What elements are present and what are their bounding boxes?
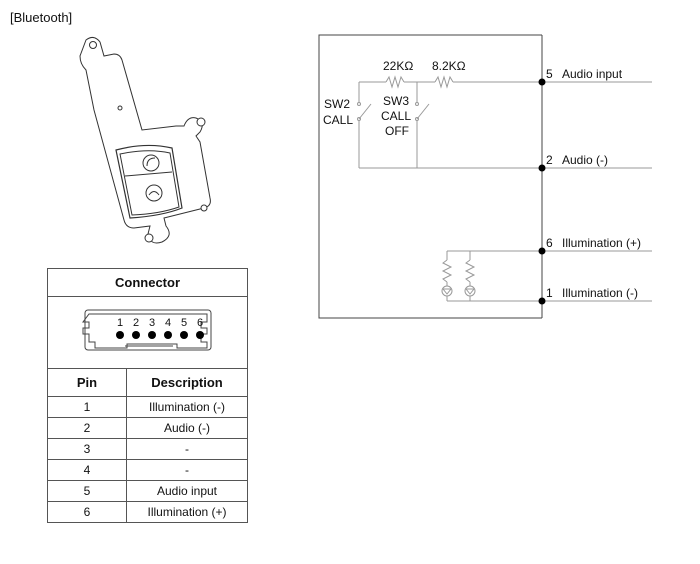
terminal-dot-6 [538, 247, 546, 255]
sw2-name: SW2 [324, 97, 350, 111]
pin-number-6: 6 [196, 317, 202, 329]
resistor-label-8k2: 8.2KΩ [432, 59, 466, 73]
pin-number-1: 1 [116, 317, 122, 329]
connector-title: Connector [47, 268, 248, 297]
section-label: [Bluetooth] [10, 10, 73, 25]
terminal-pin-2: 2 [546, 153, 553, 167]
resistor-8k2 [434, 75, 454, 89]
pin-dot [163, 331, 172, 339]
description-cell: Illumination (-) [126, 396, 248, 418]
terminal-dot-5 [538, 78, 546, 86]
terminal-pin-1: 1 [546, 286, 553, 300]
terminal-dot-2 [538, 164, 546, 172]
sw3-function2: OFF [385, 124, 409, 138]
pin-number-2: 2 [132, 317, 138, 329]
sw2-function: CALL [323, 113, 353, 127]
resistor-22k [385, 75, 405, 89]
sw3-function: CALL [381, 109, 411, 123]
table-row: 4- [47, 459, 248, 481]
pin-dot [131, 331, 140, 339]
terminal-pin-5: 5 [546, 67, 553, 81]
pin-dot [115, 331, 124, 339]
terminal-label-1: Illumination (-) [562, 286, 638, 300]
header-description: Description [126, 368, 248, 397]
terminal-pin-6: 6 [546, 236, 553, 250]
terminal-label-2: Audio (-) [562, 153, 608, 167]
connector-table: Connector 1 2 3 4 5 6 [47, 268, 248, 523]
sw3-name: SW3 [383, 94, 409, 108]
resistor-label-22k: 22KΩ [383, 59, 413, 73]
terminal-dot-1 [538, 297, 546, 305]
pin-dot [147, 331, 156, 339]
pin-number-3: 3 [148, 317, 154, 329]
connector-face-icon: 1 2 3 4 5 6 [81, 309, 211, 351]
pin-number-5: 5 [180, 317, 186, 329]
switch-sw2 [358, 103, 372, 120]
pin-dot [195, 331, 204, 339]
resistor-led1 [441, 259, 453, 283]
pin-number-4: 4 [164, 317, 170, 329]
pin-dot [179, 331, 188, 339]
resistor-led2 [464, 259, 476, 283]
terminal-label-5: Audio input [562, 67, 623, 81]
connector-image-cell: 1 2 3 4 5 6 [47, 296, 248, 369]
bluetooth-switch-illustration [79, 36, 211, 244]
module-outline [318, 34, 542, 319]
description-cell: Illumination (+) [126, 501, 248, 523]
switch-sw3 [416, 103, 430, 120]
terminal-label-6: Illumination (+) [562, 236, 641, 250]
